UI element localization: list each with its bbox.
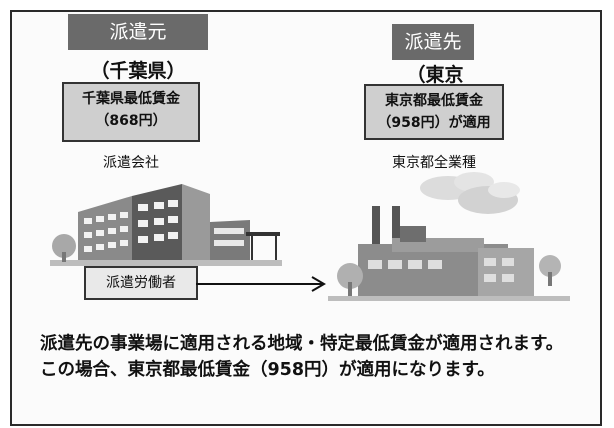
office-building-icon (50, 184, 282, 266)
tokyo-wage-title: 東京都最低賃金 (385, 93, 483, 109)
chiba-minimum-wage-box: 千葉県最低賃金 （868円） (62, 82, 200, 142)
arrow-right-icon (196, 276, 326, 292)
chiba-wage-title: 千葉県最低賃金 (82, 91, 180, 107)
chiba-wage-amount: （868円） (95, 113, 167, 129)
explanation-line-2: この場合、東京都最低賃金（958円）が適用になります。 (40, 360, 495, 380)
dispatch-origin-header: 派遣元 (68, 14, 208, 50)
tokyo-wage-amount: （958円）が適用 (377, 115, 491, 131)
tokyo-minimum-wage-box: 東京都最低賃金 （958円）が適用 (364, 84, 504, 140)
dispatch-worker-box: 派遣労働者 (84, 266, 198, 300)
dispatch-destination-header: 派遣先 (392, 24, 474, 60)
tokyo-all-industries-caption: 東京都全業種 (392, 155, 476, 171)
factory-icon (328, 172, 570, 301)
dispatch-company-caption: 派遣会社 (103, 155, 159, 171)
explanation-line-1: 派遣先の事業場に適用される地域・特定最低賃金が適用されます。 (40, 334, 564, 354)
dispatch-destination-region: （東京 (406, 64, 464, 86)
dispatch-origin-region: （千葉県） (90, 60, 186, 82)
